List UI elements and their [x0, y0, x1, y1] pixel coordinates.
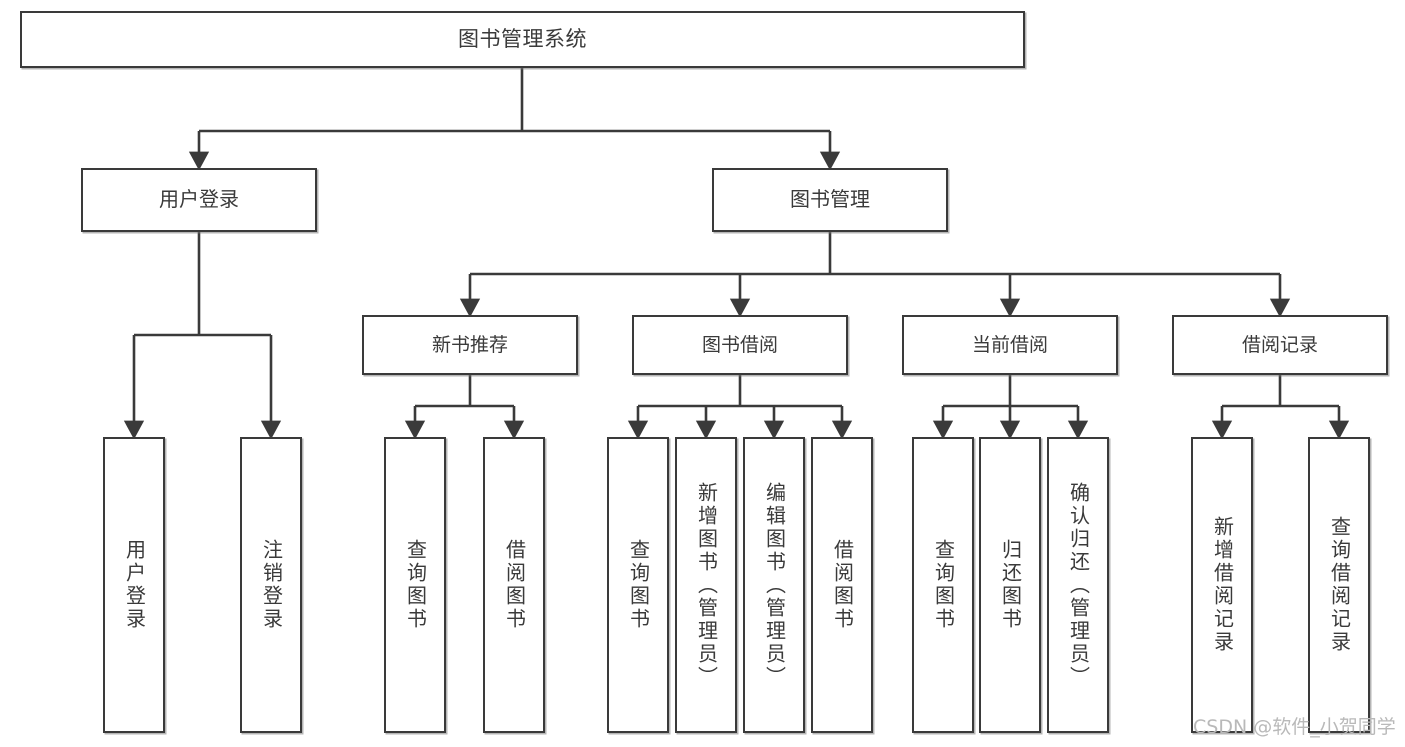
node-leaf-logout-login[interactable]: 注销登录 — [240, 437, 302, 733]
node-label: 新增借阅记录 — [1210, 516, 1235, 654]
node-label: 归还图书 — [998, 539, 1023, 631]
node-book-borrow[interactable]: 图书借阅 — [632, 315, 848, 375]
node-root-book-management-system[interactable]: 图书管理系统 — [20, 11, 1025, 68]
node-label: 当前借阅 — [971, 333, 1048, 356]
node-leaf-confirm-return[interactable]: 确认归还（管理员） — [1047, 437, 1109, 733]
node-label: 用户登录 — [159, 187, 239, 212]
node-borrow-record[interactable]: 借阅记录 — [1172, 315, 1388, 375]
node-label: 查询图书 — [626, 539, 651, 631]
node-leaf-query-borrow-record[interactable]: 查询借阅记录 — [1308, 437, 1370, 733]
node-label: 图书管理系统 — [458, 27, 587, 52]
node-label: 新书推荐 — [431, 333, 508, 356]
node-leaf-query-book-current[interactable]: 查询图书 — [912, 437, 974, 733]
node-label: 图书管理 — [790, 187, 870, 212]
node-label: 注销登录 — [259, 539, 284, 631]
node-new-book-recommend[interactable]: 新书推荐 — [362, 315, 578, 375]
node-leaf-borrow-book-recommend[interactable]: 借阅图书 — [483, 437, 545, 733]
node-label: 新增图书（管理员） — [694, 481, 719, 689]
node-user-login[interactable]: 用户登录 — [81, 168, 317, 232]
node-leaf-return-book[interactable]: 归还图书 — [979, 437, 1041, 733]
node-leaf-query-book-borrow[interactable]: 查询图书 — [607, 437, 669, 733]
node-leaf-add-borrow-record[interactable]: 新增借阅记录 — [1191, 437, 1253, 733]
node-label: 借阅图书 — [830, 539, 855, 631]
node-label: 查询借阅记录 — [1327, 516, 1352, 654]
node-label: 查询图书 — [931, 539, 956, 631]
csdn-watermark: CSDN @软件_小贺同学 — [1193, 716, 1396, 738]
node-leaf-query-book-recommend[interactable]: 查询图书 — [384, 437, 446, 733]
node-book-management[interactable]: 图书管理 — [712, 168, 948, 232]
node-leaf-edit-book[interactable]: 编辑图书（管理员） — [743, 437, 805, 733]
node-label: 图书借阅 — [701, 333, 778, 356]
node-leaf-user-login[interactable]: 用户登录 — [103, 437, 165, 733]
node-current-borrow[interactable]: 当前借阅 — [902, 315, 1118, 375]
node-leaf-borrow-book[interactable]: 借阅图书 — [811, 437, 873, 733]
node-label: 用户登录 — [122, 539, 147, 631]
node-label: 借阅图书 — [502, 539, 527, 631]
node-label: 查询图书 — [403, 539, 428, 631]
node-label: 借阅记录 — [1241, 333, 1318, 356]
node-label: 确认归还（管理员） — [1066, 481, 1091, 689]
node-label: 编辑图书（管理员） — [762, 481, 787, 689]
node-leaf-add-book[interactable]: 新增图书（管理员） — [675, 437, 737, 733]
